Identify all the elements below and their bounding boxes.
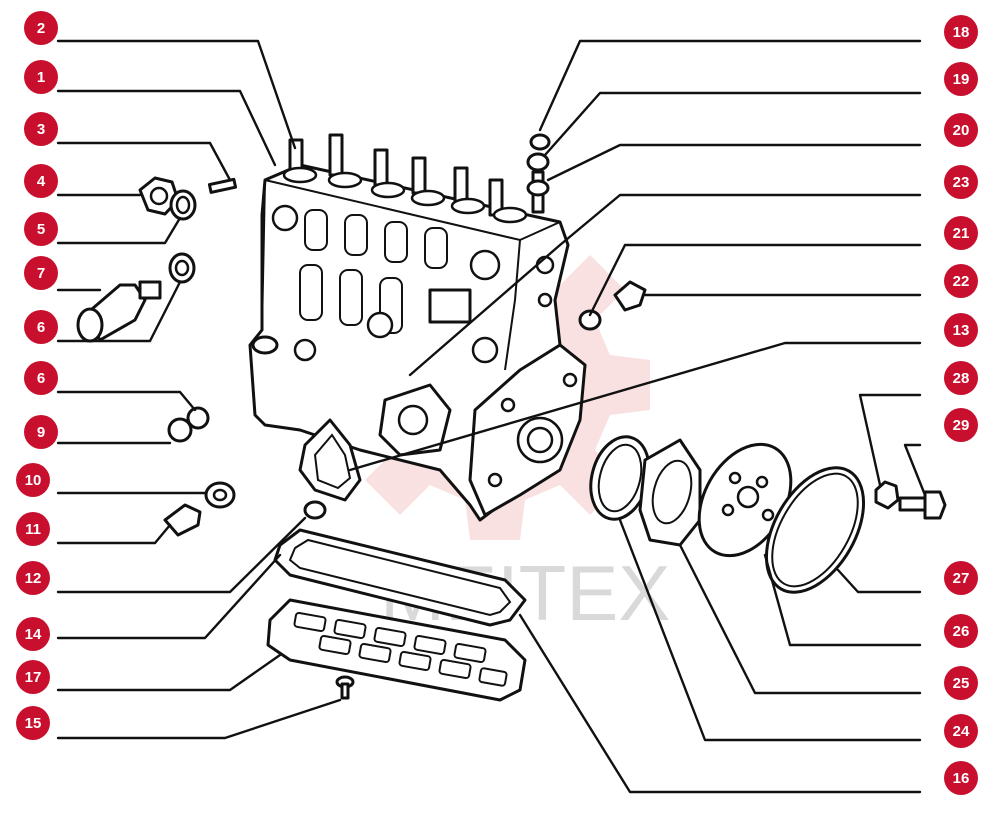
svg-text:6: 6 <box>37 319 45 336</box>
svg-text:16: 16 <box>953 770 970 787</box>
callout: 27 <box>944 561 978 595</box>
svg-text:29: 29 <box>953 417 970 434</box>
svg-text:2: 2 <box>37 20 45 37</box>
callout: 6 <box>24 361 58 395</box>
svg-text:19: 19 <box>953 71 970 88</box>
callout: 20 <box>944 113 978 147</box>
svg-text:9: 9 <box>37 424 45 441</box>
screw-15 <box>335 675 355 700</box>
callout: 16 <box>944 761 978 795</box>
callout: 19 <box>944 62 978 96</box>
bottom-gasket-14 <box>273 528 527 627</box>
svg-text:24: 24 <box>953 723 970 740</box>
left-fittings <box>76 176 327 537</box>
callout: 15 <box>16 706 50 740</box>
callout: 6 <box>24 310 58 344</box>
svg-text:18: 18 <box>953 24 970 41</box>
svg-text:28: 28 <box>953 370 970 387</box>
svg-text:3: 3 <box>37 121 45 138</box>
callout: 5 <box>24 212 58 246</box>
svg-text:17: 17 <box>25 669 42 686</box>
gasket-plate-12 <box>298 418 362 502</box>
svg-text:23: 23 <box>953 174 970 191</box>
svg-text:15: 15 <box>25 715 42 732</box>
svg-text:5: 5 <box>37 221 45 238</box>
svg-text:26: 26 <box>953 623 970 640</box>
svg-text:13: 13 <box>953 322 970 339</box>
svg-text:21: 21 <box>953 225 970 242</box>
leader-lines <box>56 39 927 794</box>
flange-plate <box>378 383 452 457</box>
svg-text:25: 25 <box>953 675 970 692</box>
right-cover-assembly <box>589 435 947 594</box>
svg-text:10: 10 <box>25 472 42 489</box>
svg-text:14: 14 <box>25 626 42 643</box>
callout: 26 <box>944 614 978 648</box>
svg-text:11: 11 <box>25 521 41 538</box>
callout: 21 <box>944 216 978 250</box>
callout: 17 <box>16 660 50 694</box>
callout: 28 <box>944 361 978 395</box>
callout: 10 <box>16 463 50 497</box>
callout: 23 <box>944 165 978 199</box>
callout: 3 <box>24 112 58 146</box>
callout: 29 <box>944 408 978 442</box>
svg-text:4: 4 <box>37 173 46 190</box>
callout: 13 <box>944 313 978 347</box>
callouts: 2 1 3 4 5 7 6 6 9 10 11 12 14 17 15 18 1… <box>16 11 978 795</box>
right-top-fittings <box>526 133 647 331</box>
callout: 24 <box>944 714 978 748</box>
callout: 11 <box>16 512 50 546</box>
callout: 12 <box>16 561 50 595</box>
callout: 14 <box>16 617 50 651</box>
svg-text:6: 6 <box>37 370 45 387</box>
callout: 18 <box>944 15 978 49</box>
cover-plate-17 <box>266 598 527 702</box>
callout: 9 <box>24 415 58 449</box>
svg-text:20: 20 <box>953 122 970 139</box>
callout: 25 <box>944 666 978 700</box>
svg-text:22: 22 <box>953 273 970 290</box>
svg-text:27: 27 <box>953 570 970 587</box>
callout: 22 <box>944 264 978 298</box>
callout: 2 <box>24 11 58 45</box>
svg-text:7: 7 <box>37 265 45 282</box>
svg-text:12: 12 <box>25 570 42 587</box>
callout: 4 <box>24 164 58 198</box>
callout: 7 <box>24 256 58 290</box>
svg-text:1: 1 <box>37 69 45 86</box>
callout: 1 <box>24 60 58 94</box>
